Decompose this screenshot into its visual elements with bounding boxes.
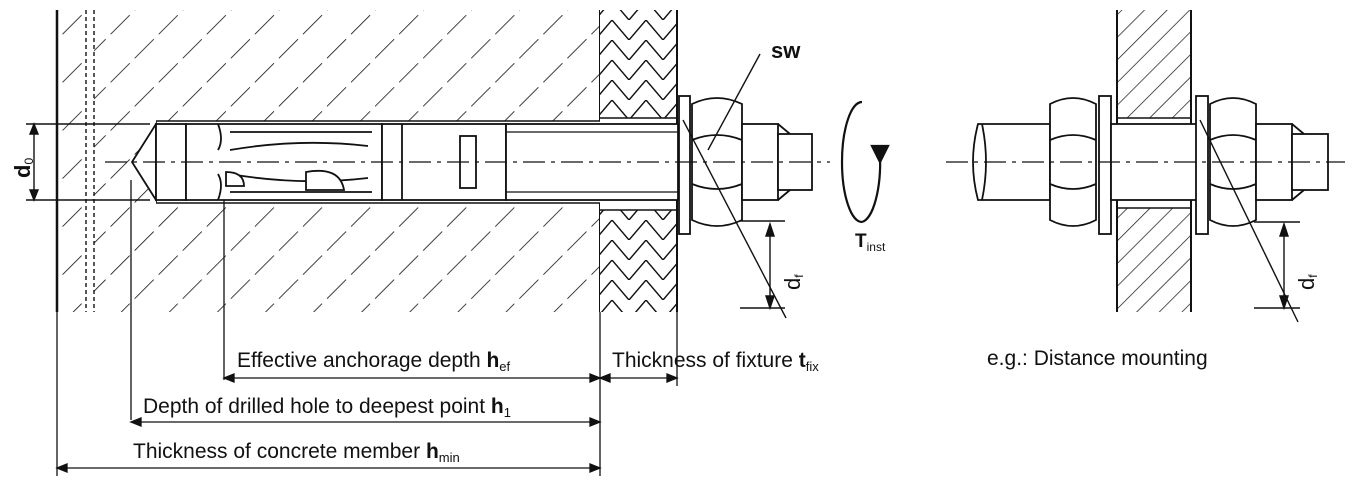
d0-dimension — [26, 122, 150, 202]
sw-leader — [707, 53, 761, 151]
df-label-right: df — [1294, 274, 1320, 290]
distance-mounting — [946, 10, 1345, 323]
hmin-label: Thickness of concrete member hmin — [133, 440, 460, 465]
df-label-left: df — [780, 274, 806, 290]
hef-label: Effective anchorage depth hef — [237, 349, 511, 374]
df-dimension-left — [682, 119, 787, 319]
d0-label: d0 — [10, 157, 36, 178]
sw-label: sw — [771, 38, 801, 63]
h1-label: Depth of drilled hole to deepest point h… — [143, 395, 511, 420]
tinst-label: Tinst — [855, 231, 886, 254]
bottom-dimensions — [55, 180, 679, 476]
rotation-arrow — [840, 100, 890, 224]
tfix-label: Thickness of fixture tfix — [612, 349, 819, 374]
distance-mounting-label: e.g.: Distance mounting — [987, 347, 1208, 370]
